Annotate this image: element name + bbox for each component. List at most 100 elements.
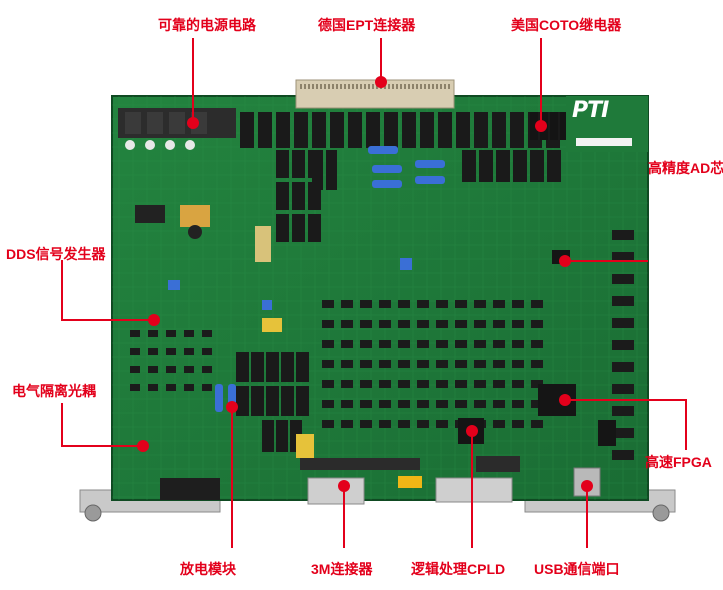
smd-chip	[493, 400, 505, 408]
smd-chip	[398, 320, 410, 328]
connector-pin	[352, 84, 354, 89]
smd-chip	[202, 384, 212, 391]
connector-pin	[308, 84, 310, 89]
smd-chip	[202, 330, 212, 337]
smd-chip	[341, 320, 353, 328]
connector-pin	[404, 84, 406, 89]
smd-chip	[455, 400, 467, 408]
smd-chip	[474, 300, 486, 308]
smd-chip	[493, 300, 505, 308]
smd-chip	[398, 300, 410, 308]
smd-chip	[455, 320, 467, 328]
smd-chip	[360, 400, 372, 408]
connector-pin	[344, 84, 346, 89]
connector-pin	[372, 84, 374, 89]
relay	[312, 150, 323, 190]
ic	[612, 340, 634, 350]
connector-pin	[384, 84, 386, 89]
smd-chip	[531, 420, 543, 428]
relay	[474, 112, 488, 148]
relay	[560, 112, 568, 140]
relay	[296, 352, 309, 382]
relay	[384, 112, 398, 148]
smd-chip	[148, 366, 158, 373]
power-circuit	[118, 108, 271, 262]
smd-chip	[322, 320, 334, 328]
smd-chips	[130, 300, 543, 428]
connector-pin	[324, 84, 326, 89]
relay	[258, 112, 272, 148]
relay	[547, 150, 561, 182]
label-usb: USB通信端口	[534, 561, 620, 577]
smd-chip	[341, 380, 353, 388]
smd-chip	[436, 400, 448, 408]
smd-chip	[512, 400, 524, 408]
label-discharge: 放电模块	[180, 561, 236, 577]
smd-chip	[341, 360, 353, 368]
smd-chip	[398, 340, 410, 348]
smd-chip	[322, 400, 334, 408]
relay	[294, 112, 308, 148]
smd-chip	[398, 420, 410, 428]
connector-pin	[388, 84, 390, 89]
smd-chip	[493, 360, 505, 368]
label-cpld: 逻辑处理CPLD	[411, 561, 506, 577]
connector-pin	[348, 84, 350, 89]
connector-pin	[420, 84, 422, 89]
relay	[326, 150, 337, 190]
smd-chip	[531, 360, 543, 368]
connector-pin	[436, 84, 438, 89]
smd-chip	[417, 420, 429, 428]
annotation-dots	[137, 76, 593, 492]
relay-block	[276, 150, 337, 242]
smd-chip	[130, 330, 140, 337]
relay	[266, 386, 279, 416]
connector-pin	[408, 84, 410, 89]
smd-chip	[379, 300, 391, 308]
connector-pin	[428, 84, 430, 89]
relay	[251, 386, 264, 416]
connector-pin	[392, 84, 394, 89]
connector-pin	[328, 84, 330, 89]
ic	[612, 296, 634, 306]
relay	[479, 150, 493, 182]
smd-chip	[531, 380, 543, 388]
relay	[276, 214, 289, 242]
connector-pin	[396, 84, 398, 89]
smd-chip	[341, 300, 353, 308]
ic	[612, 318, 634, 328]
smd-chip	[398, 400, 410, 408]
relay	[462, 150, 476, 182]
relay	[240, 112, 254, 148]
relay	[330, 112, 344, 148]
smd-chip	[455, 380, 467, 388]
relay	[366, 112, 380, 148]
smd-chip	[360, 360, 372, 368]
smd-chip	[379, 360, 391, 368]
relay	[292, 182, 305, 210]
label-power-circuit: 可靠的电源电路	[158, 17, 256, 33]
ic	[612, 274, 634, 284]
relay	[348, 112, 362, 148]
smd-chip	[360, 320, 372, 328]
smd-chip	[322, 420, 334, 428]
relay	[312, 112, 326, 148]
smd-chip	[184, 330, 194, 337]
smd-chip	[455, 340, 467, 348]
smd-chip	[436, 340, 448, 348]
connector-pin	[412, 84, 414, 89]
smd-chip	[474, 320, 486, 328]
smd-chip	[184, 348, 194, 355]
relay	[296, 386, 309, 416]
ic	[612, 450, 634, 460]
relay	[420, 112, 434, 148]
smd-chip	[130, 384, 140, 391]
relay	[492, 112, 506, 148]
connector-pin	[432, 84, 434, 89]
connector-pin	[360, 84, 362, 89]
relay	[530, 150, 544, 182]
ic	[612, 362, 634, 372]
smd-chip	[417, 340, 429, 348]
smd-chip	[512, 360, 524, 368]
smd-chip	[417, 320, 429, 328]
